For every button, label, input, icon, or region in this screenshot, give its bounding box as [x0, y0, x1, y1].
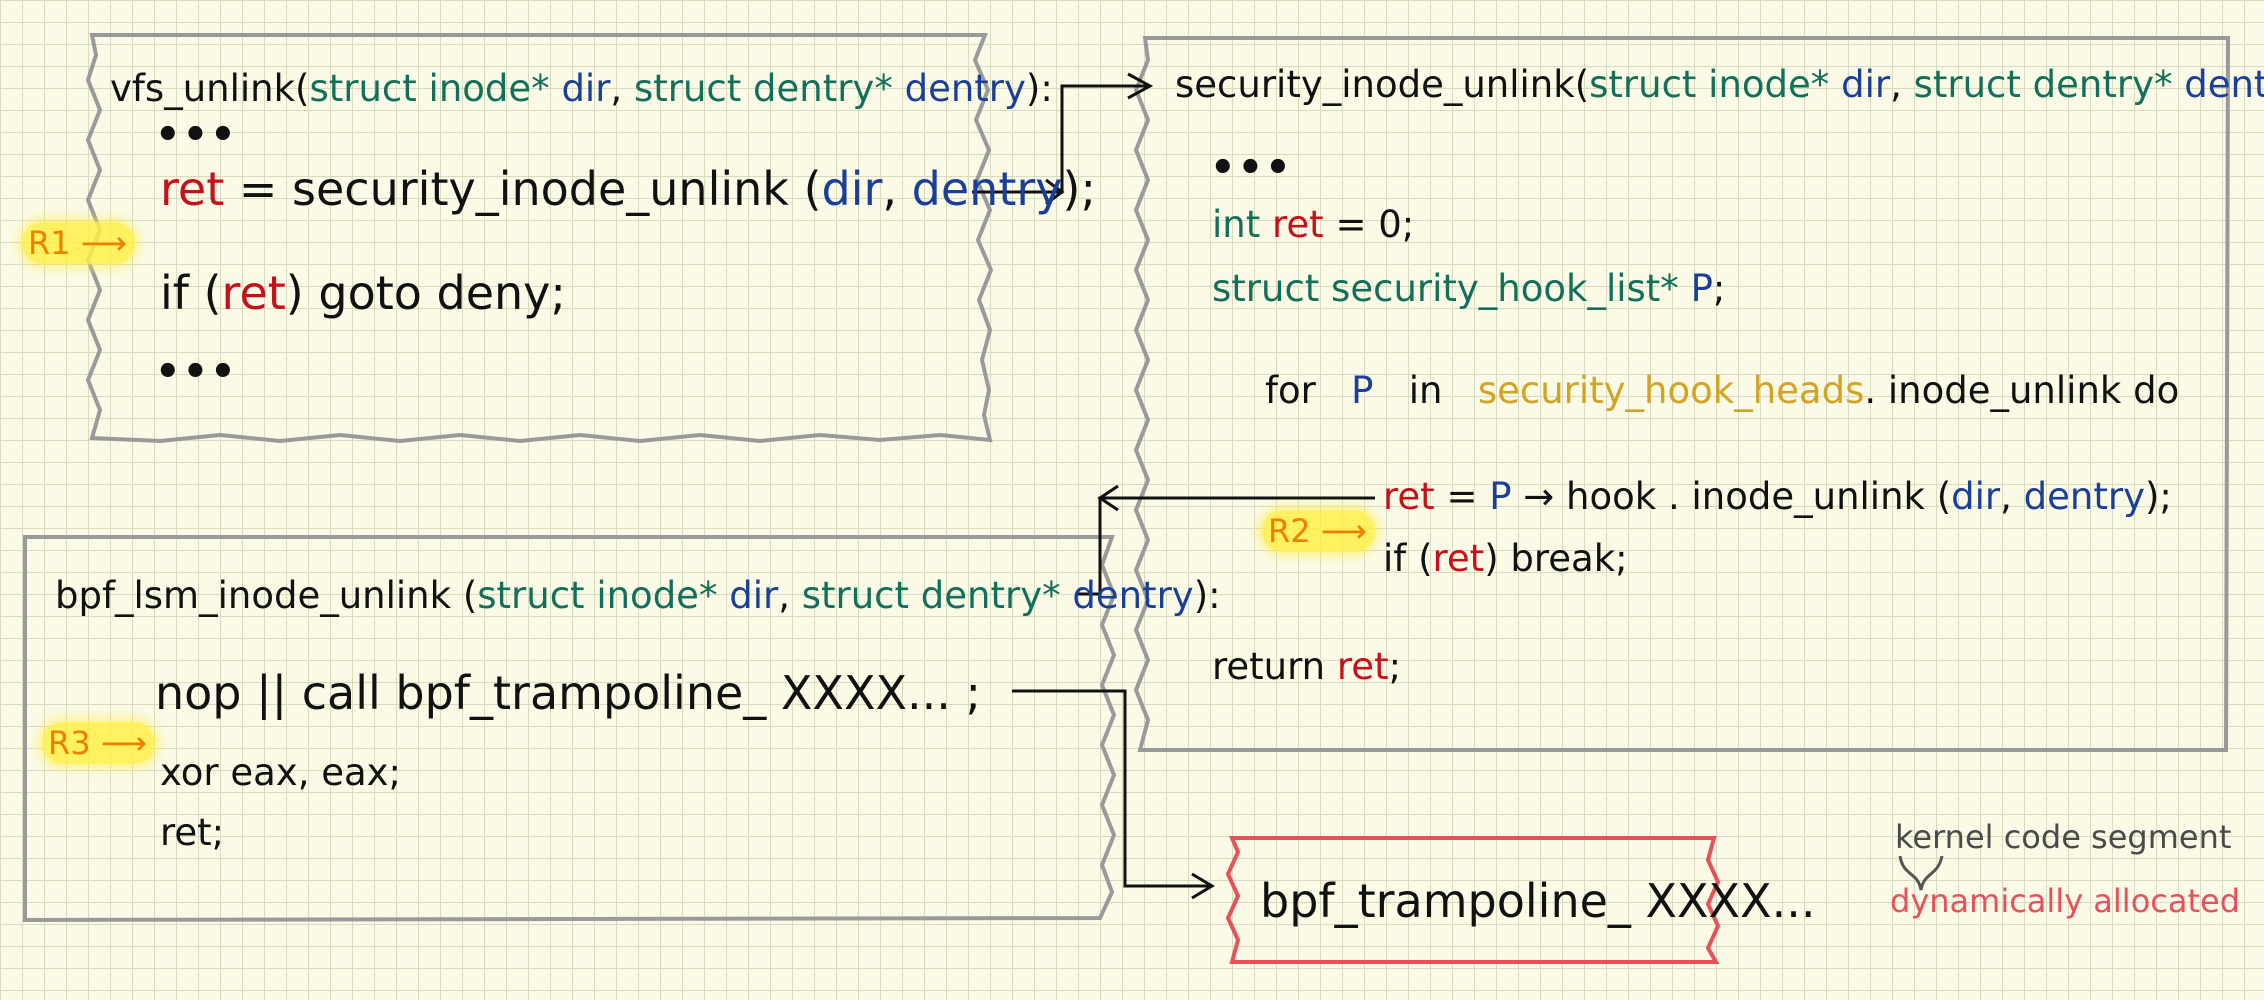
security-hook-list-var: P — [1690, 267, 1713, 310]
vfs-sig-type-inode: struct inode* — [309, 67, 550, 110]
security-hook-list-decl-line: struct security_hook_list* P; — [1212, 270, 1725, 307]
bpf-lsm-ret-line: ret; — [160, 811, 225, 854]
security-decl-type-int: int — [1212, 203, 1261, 246]
security-hook-end: ); — [2145, 475, 2172, 518]
security-hook-var: P — [1489, 475, 1512, 518]
security-hook-call-line: ret = P → hook . inode_unlink (dir, dent… — [1383, 478, 2172, 515]
vfs-sig-type-dentry: struct dentry* — [633, 67, 893, 110]
vfs-call-expression: = security_inode_unlink ( — [238, 162, 822, 216]
vfs-if-deny-line: if (ret) goto deny; — [160, 270, 566, 316]
vfs-sig-open-paren: ( — [295, 67, 310, 110]
security-hook-list-type: struct security_hook_list* — [1212, 267, 1679, 310]
security-for-var: P — [1351, 369, 1374, 412]
security-for-keyword: for — [1265, 369, 1316, 412]
security-break-post: ) break; — [1484, 537, 1628, 580]
marker-r2: R2 ⟶ — [1262, 510, 1375, 552]
marker-r2-label: R2 — [1268, 512, 1311, 550]
security-hook-eq: = — [1446, 475, 1478, 518]
legend-kernel-code-segment: kernel code segment — [1895, 818, 2232, 856]
vfs-call-comma: , — [882, 162, 898, 216]
security-ret-decl-line: int ret = 0; — [1212, 206, 1414, 243]
security-hook-arg-dir: dir — [1951, 475, 2001, 518]
vfs-if-ret: ret — [221, 266, 286, 320]
vfs-call-end: ); — [1062, 162, 1096, 216]
security-hook-arg-dentry: dentry — [2023, 475, 2145, 518]
bpf-lsm-inode-unlink-signature: bpf_lsm_inode_unlink (struct inode* dir,… — [55, 577, 1221, 614]
security-for-in: in — [1408, 369, 1443, 412]
security-if-break-line: if (ret) break; — [1383, 540, 1628, 577]
legend-dynamically-allocated: dynamically allocated — [1890, 882, 2241, 920]
security-decl-ret: ret — [1272, 203, 1324, 246]
security-return-end: ; — [1388, 645, 1402, 688]
vfs-sig-arg-dir: dir — [561, 67, 611, 110]
bpf-trampoline-box — [1225, 836, 1721, 964]
bpf-lsm-sig-type-dentry: struct dentry* — [801, 574, 1061, 617]
security-inode-unlink-box — [1133, 36, 2231, 752]
security-sig-open-paren: ( — [1574, 63, 1590, 106]
security-hook-list-end: ; — [1712, 267, 1726, 310]
security-break-ret: ret — [1432, 537, 1485, 580]
security-sig-type-inode: struct inode* — [1589, 63, 1830, 106]
security-hook-comma: , — [2000, 475, 2012, 518]
call-arrow-vfs-to-security — [972, 72, 1154, 206]
vfs-security-call-line: ret = security_inode_unlink (dir, dentry… — [160, 166, 1096, 212]
vfs-ellipsis-top: ••• — [155, 112, 238, 158]
security-sig-type-dentry: struct dentry* — [1913, 63, 2173, 106]
call-arrow-security-to-bpf-lsm — [1078, 484, 1375, 596]
security-for-loop-line: for P in security_hook_heads. inode_unli… — [1265, 372, 2179, 409]
vfs-call-ret: ret — [160, 162, 225, 216]
security-inode-unlink-signature: security_inode_unlink(struct inode* dir,… — [1175, 66, 2264, 103]
marker-r1-label: R1 — [28, 224, 71, 262]
call-arrow-bpf-lsm-to-trampoline — [1012, 689, 1215, 900]
vfs-sig-arg-dentry: dentry — [904, 67, 1026, 110]
marker-r3: R3 ⟶ — [42, 722, 155, 764]
vfs-ellipsis-bottom: ••• — [155, 349, 238, 395]
bpf-lsm-sig-comma: , — [778, 574, 790, 617]
vfs-if-goto-deny: ) goto deny; — [285, 266, 566, 320]
bpf-lsm-nop-call-line: nop || call bpf_trampoline_ XXXX... ; — [155, 666, 981, 720]
security-sig-arg-dentry: dentry — [2184, 63, 2264, 106]
security-return-keyword: return — [1212, 645, 1326, 688]
vfs-sig-close: ): — [1025, 67, 1053, 110]
vfs-unlink-signature: vfs_unlink(struct inode* dir, struct den… — [110, 70, 1053, 107]
security-break-open: if ( — [1383, 537, 1433, 580]
security-return-line: return ret; — [1212, 648, 1401, 685]
security-return-ret: ret — [1336, 645, 1389, 688]
bpf-lsm-sig-arg-dentry: dentry — [1072, 574, 1194, 617]
bpf-lsm-function-name: bpf_lsm_inode_unlink — [55, 574, 452, 617]
bpf-lsm-sig-open-paren: ( — [462, 574, 478, 617]
vfs-call-arg-dir: dir — [821, 162, 883, 216]
marker-r3-label: R3 — [48, 724, 91, 762]
bpf-lsm-sig-arg-dir: dir — [729, 574, 779, 617]
marker-r1: R1 ⟶ — [22, 222, 135, 264]
security-ellipsis: ••• — [1210, 145, 1293, 191]
vfs-unlink-function-name: vfs_unlink — [110, 67, 296, 110]
bpf-lsm-sig-close: ): — [1193, 574, 1221, 617]
security-sig-arg-dir: dir — [1841, 63, 1891, 106]
security-for-rest: . inode_unlink do — [1864, 369, 2180, 412]
security-decl-init: = 0; — [1335, 203, 1415, 246]
security-hook-heads-global: security_hook_heads — [1477, 369, 1865, 412]
vfs-sig-comma: , — [610, 67, 623, 110]
vfs-call-arg-dentry: dentry — [911, 162, 1063, 216]
vfs-if-open: if ( — [160, 266, 222, 320]
bpf-trampoline-label: bpf_trampoline_ XXXX... — [1260, 874, 1816, 928]
bpf-lsm-xor-line: xor eax, eax; — [160, 751, 402, 794]
bpf-lsm-sig-type-inode: struct inode* — [477, 574, 718, 617]
legend-brace — [1898, 855, 1944, 891]
security-hook-call: → hook . inode_unlink ( — [1523, 475, 1952, 518]
security-sig-comma: , — [1890, 63, 1902, 106]
bpf-lsm-inode-unlink-box — [23, 535, 1117, 923]
security-hook-ret: ret — [1383, 475, 1435, 518]
security-function-name: security_inode_unlink — [1175, 63, 1575, 106]
